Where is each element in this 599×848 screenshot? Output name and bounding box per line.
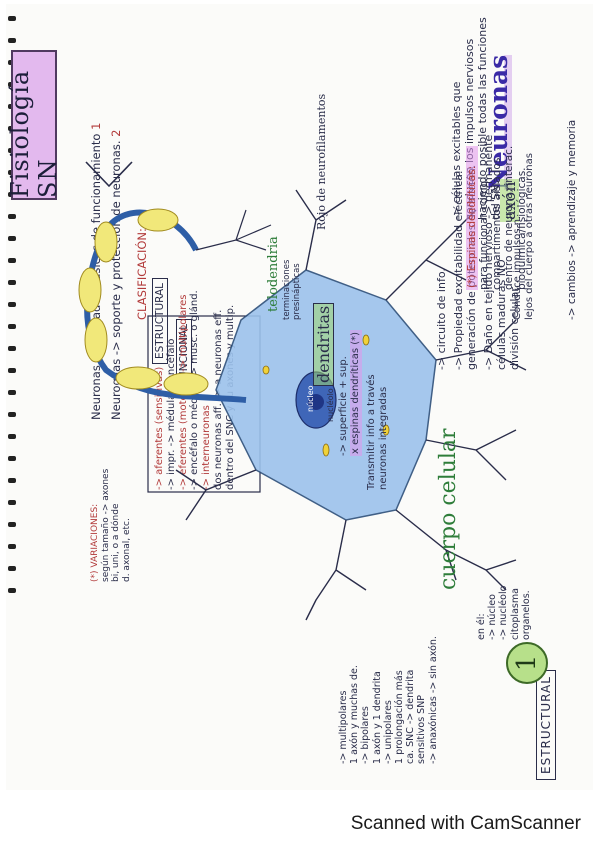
espinas-line: para funcionar como bbox=[478, 181, 491, 290]
espinas-line: (*) Espinas dendríticas: bbox=[466, 145, 479, 290]
dendritas-label: dendritas bbox=[313, 302, 334, 386]
estructural-items: -> multipolares 1 axón y muchas de. -> b… bbox=[338, 636, 439, 764]
bracket-icon bbox=[85, 161, 133, 188]
plasticidad-line: -> cambios -> aprendizaje y memoria bbox=[566, 119, 578, 320]
telodendria-branches bbox=[195, 209, 272, 251]
scanner-footer: Scanned with CamScanner bbox=[0, 800, 599, 848]
neuron-drawing bbox=[78, 189, 527, 621]
dendritas-label-wrap: dendritas bbox=[313, 302, 334, 386]
dendrites bbox=[175, 189, 527, 621]
espinas-line: dentro de neurona, interac. bbox=[503, 145, 516, 290]
cuerpo-celular-label: cuerpo celular bbox=[436, 428, 461, 590]
cuerpo-note-line: -> núcleo bbox=[487, 594, 499, 640]
rotated-notes: Fisiología SN Neuronas -> unidades básic… bbox=[6, 4, 593, 790]
dendritas-desc-line: x espinas dendríticas (*) bbox=[349, 329, 362, 456]
top-number-2: 2 bbox=[108, 129, 123, 137]
telodendria-label: telodendria bbox=[266, 236, 281, 312]
number-circle: 1 bbox=[506, 642, 548, 684]
estructural-item: -> multipolares bbox=[338, 690, 349, 764]
footer-text: Scanned with CamScanner bbox=[350, 813, 581, 834]
title-box: Fisiología SN bbox=[6, 50, 62, 200]
nucleus-label: núcleo bbox=[306, 385, 315, 412]
espinas-line: compartimentos aislados bbox=[490, 157, 503, 290]
estructural-item: 1 prolongación más bbox=[394, 670, 406, 764]
scanned-page: Fisiología SN Neuronas -> unidades básic… bbox=[6, 4, 593, 790]
cuerpo-note-line: -> nucléolo bbox=[498, 585, 510, 640]
dendritas-description: -> superficie + sup. x espinas dendrític… bbox=[338, 329, 362, 456]
estructural-item: sensitivos SNP bbox=[416, 694, 428, 764]
myelin-sheath bbox=[78, 208, 209, 396]
telodendria-sub-line: terminaciones bbox=[282, 259, 292, 320]
telodendria-sub-line: presinápticas bbox=[292, 263, 303, 320]
estructural-item: -> unipolares bbox=[382, 700, 394, 764]
estructural-item: -> anaxónicas -> sin axón. bbox=[427, 636, 439, 764]
nucleolus-label: nucléolo bbox=[326, 388, 335, 422]
telodendria-sub: terminaciones presinápticas bbox=[282, 260, 302, 320]
page-title: Fisiología SN bbox=[6, 69, 62, 198]
estructural-item: 1 axón y muchas de. bbox=[349, 665, 361, 764]
organelles bbox=[262, 334, 390, 457]
dendritas-extra: Transmitir info a través neuronas integr… bbox=[366, 374, 390, 490]
top-number-1: 1 bbox=[89, 122, 103, 130]
estructural-item: ca. SNC -> dendrita bbox=[405, 669, 417, 764]
estructural-item: -> bipolares bbox=[360, 706, 372, 764]
espinas-block: (*) Espinas dendríticas: para funcionar … bbox=[466, 145, 528, 291]
nucleolus-shape bbox=[308, 394, 324, 410]
espinas-line: bioquímica/fisiológicas. bbox=[515, 167, 528, 291]
dendritas-desc-line: -> superficie + sup. bbox=[338, 356, 349, 456]
dendritas-extra-line: Transmitir info a través bbox=[366, 374, 377, 490]
cuerpo-note-line: en él: bbox=[476, 613, 487, 640]
cuerpo-notes: en él: -> núcleo -> nucléolo citoplasma … bbox=[476, 586, 532, 640]
estructural-item: 1 axón y 1 dendrita bbox=[371, 671, 383, 764]
dendritas-extra-line: neuronas integradas bbox=[377, 386, 389, 490]
estructural-label: ESTRUCTURAL bbox=[536, 670, 556, 780]
cuerpo-note-line: citoplasma bbox=[509, 588, 521, 640]
cuerpo-note-line: organelos. bbox=[520, 590, 532, 640]
